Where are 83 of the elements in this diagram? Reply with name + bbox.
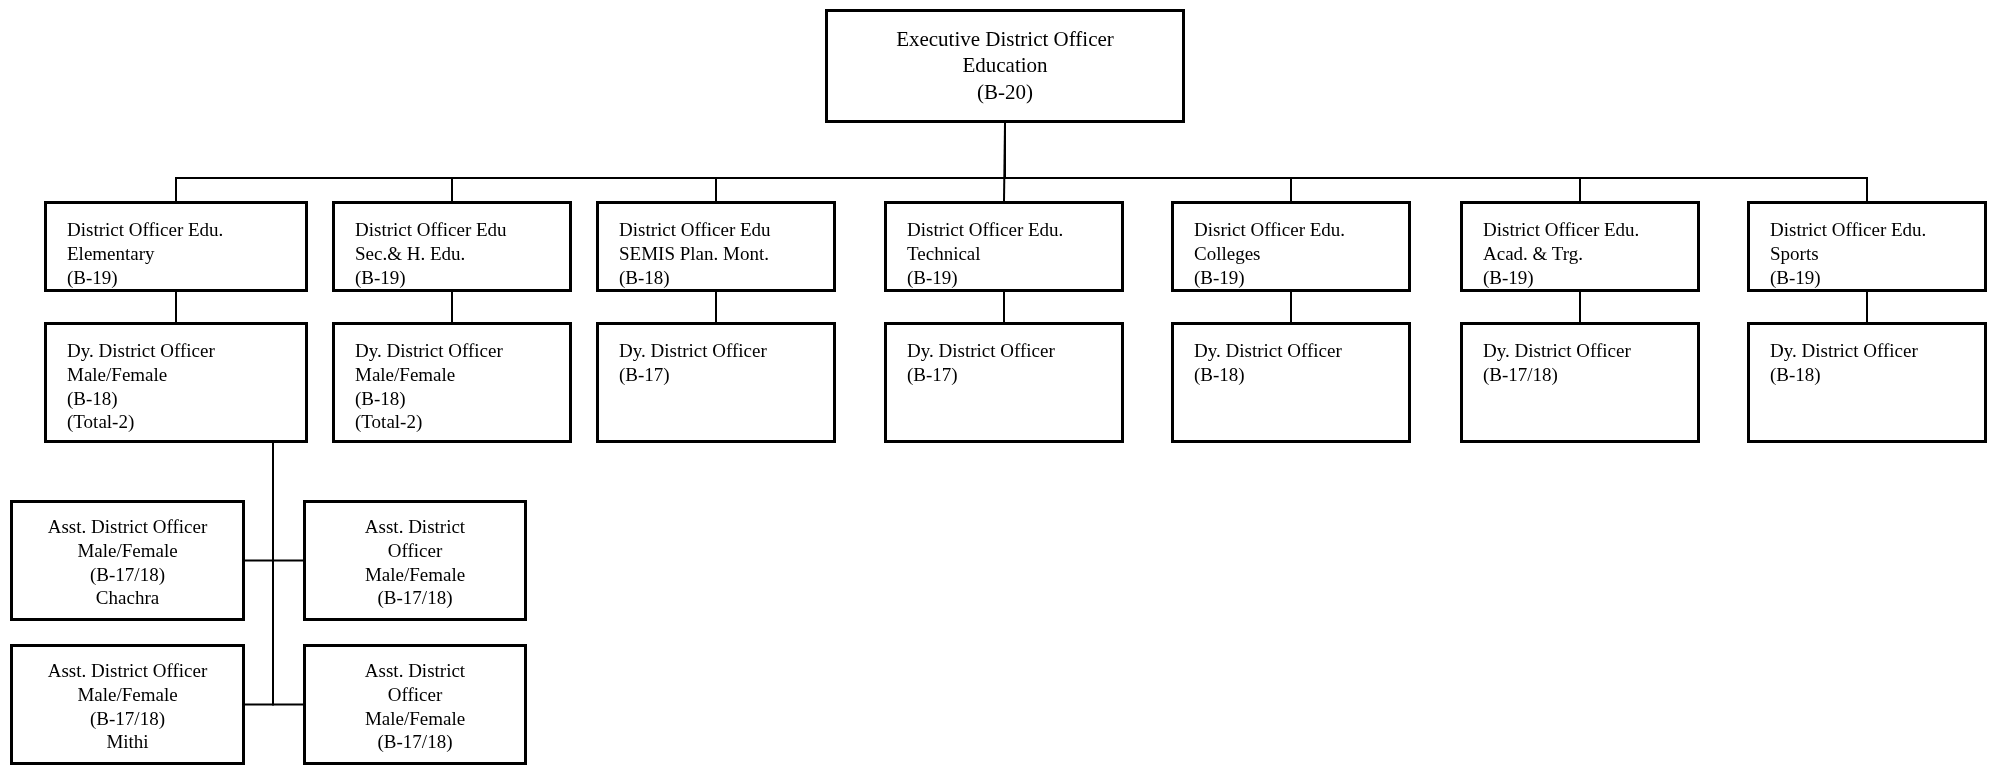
connector-line [175,291,177,323]
box-text: Dy. District Officer [619,339,767,363]
box-text: Education [962,52,1048,79]
box-text: Dy. District Officer [1194,339,1342,363]
box-text: Asst. District Officer [47,515,208,539]
org-box [1171,322,1411,443]
box-text: (B-19) [1483,265,1534,290]
org-box [884,201,1124,292]
box-text: Male/Female [355,362,456,387]
box-text: (Total-2) [355,410,423,434]
box-text: Disrict Officer Edu. [1194,218,1346,242]
box-text: (B-19) [67,265,118,290]
org-box [1460,322,1700,443]
box-text: (B-17) [619,362,670,387]
connector-line [715,291,717,323]
box-text: (B-18) [1194,362,1245,387]
box-text: Acad. & Trg. [1483,241,1583,266]
box-text: Technical [907,241,981,266]
box-text: District Officer Edu. [1483,218,1640,242]
org-box [44,322,308,443]
box-text: (B-20) [977,78,1033,105]
box-text: (B-17/18) [90,706,165,731]
box-text: Dy. District Officer [355,339,503,363]
org-box [884,322,1124,443]
box-text: Dy. District Officer [1770,339,1918,363]
org-box [332,201,572,292]
org-box [596,201,836,292]
box-text: (B-19) [1194,265,1245,290]
box-text: (B-19) [355,265,406,290]
box-text: Male/Female [364,706,466,731]
box-text: (B-17/18) [90,562,165,587]
org-box [10,500,245,621]
org-box [825,9,1185,123]
box-text: Sec.& H. Edu. [355,241,466,266]
box-text: District Officer Edu. [67,218,224,242]
org-box [303,644,527,765]
box-text: (B-18) [67,386,118,411]
org-box [1171,201,1411,292]
box-text: (B-18) [619,265,670,290]
box-text: Sports [1770,241,1819,266]
box-text: (B-19) [1770,265,1821,290]
box-text: (B-18) [355,386,406,411]
box-text: Mithi [106,730,149,754]
org-box [44,201,308,292]
box-text: Male/Female [67,362,168,387]
org-box [332,322,572,443]
box-text: (B-17) [907,362,958,387]
connector-line [1579,291,1581,323]
box-text: SEMIS Plan. Mont. [619,241,769,266]
org-box [303,500,527,621]
box-text: Asst. District Officer [47,659,208,683]
box-text: Dy. District Officer [907,339,1055,363]
box-text: Executive District Officer [896,26,1114,53]
box-text: Dy. District Officer [1483,339,1631,363]
box-text: Male/Female [364,562,466,587]
org-box [596,322,836,443]
org-box [1747,201,1987,292]
box-text: District Officer Edu. [1770,218,1927,242]
org-box [1747,322,1987,443]
box-text: (B-17/18) [1483,362,1558,387]
org-box [1460,201,1700,292]
box-text: Colleges [1194,241,1261,266]
box-text: Male/Female [77,538,178,563]
box-text: Asst. District Officer [363,515,467,563]
box-text: Male/Female [77,682,178,707]
box-text: District Officer Edu [619,218,771,242]
box-text: Asst. District Officer [363,659,467,707]
box-text: District Officer Edu. [907,218,1064,242]
box-text: District Officer Edu [355,218,507,242]
connector-line [1290,291,1292,323]
box-text: Dy. District Officer [67,339,215,363]
box-text: (B-19) [907,265,958,290]
box-text: (Total-2) [67,410,135,434]
box-text: (B-17/18) [377,730,453,754]
connector-line [451,291,453,323]
connector-line [1866,291,1868,323]
box-text: Elementary [67,241,155,266]
org-box [10,644,245,765]
box-text: (B-18) [1770,362,1821,387]
box-text: (B-17/18) [377,586,453,610]
box-text: Chachra [95,586,160,610]
connector-line [1003,291,1005,323]
connector-line [272,442,304,706]
